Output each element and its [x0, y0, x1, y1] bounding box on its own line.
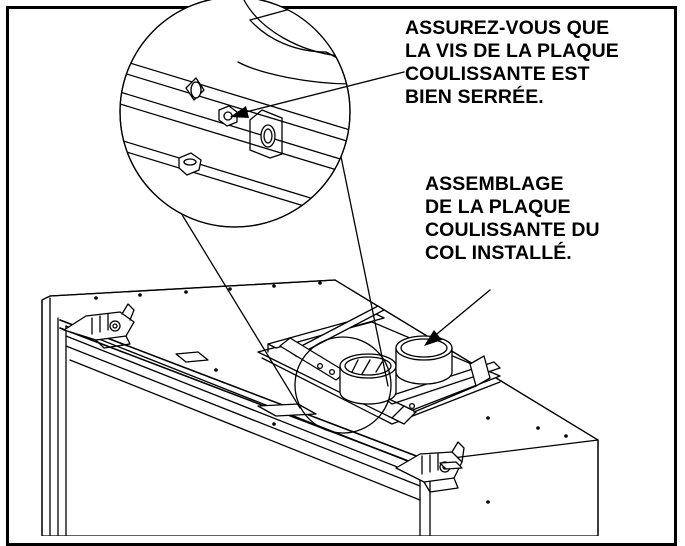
glass-front [65, 325, 431, 536]
callout-arrow-assembly [424, 289, 491, 346]
callout-screw-text: ASSUREZ-VOUS QUE LA VIS DE LA PLAQUE COU… [405, 17, 619, 108]
vent-collar-front [339, 353, 397, 405]
vent-collar-rear [395, 335, 453, 385]
detail-circle-large [119, 0, 351, 228]
left-hinge-bracket [63, 303, 135, 349]
detail-circle-small [294, 336, 392, 434]
slide-plate-screw [218, 105, 238, 127]
fireplace-left-side [41, 297, 67, 536]
callout-arrow-screw [230, 71, 405, 118]
top-openings [175, 351, 463, 470]
callout-assembly-text: ASSEMBLAGE DE LA PLAQUE COULISSANTE DU C… [425, 173, 600, 264]
lower-bolt [178, 152, 202, 176]
front-trim-rail [59, 319, 433, 471]
